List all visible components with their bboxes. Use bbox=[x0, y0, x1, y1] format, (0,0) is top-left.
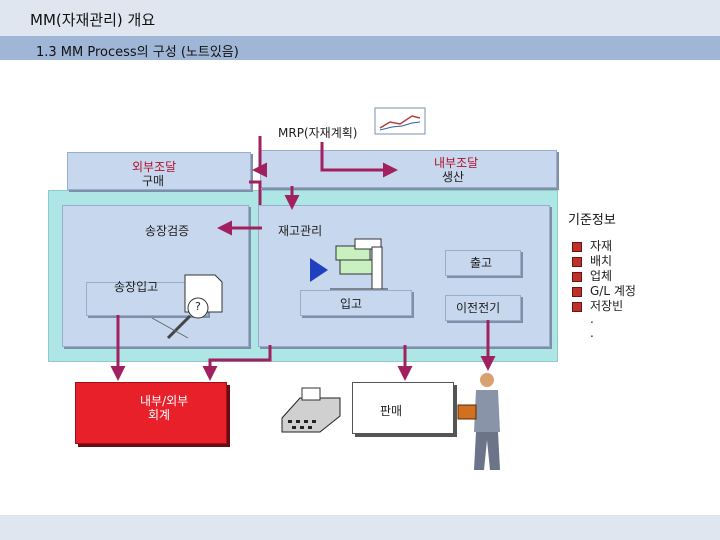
page-subtitle: 1.3 MM Process의 구성 (노트있음) bbox=[36, 45, 239, 60]
chart-icon bbox=[374, 107, 426, 135]
sales-label: 판매 bbox=[380, 404, 403, 418]
bullet-icon bbox=[572, 256, 582, 267]
question-mark: ? bbox=[195, 300, 201, 313]
transfer-posting-label: 이전전기 bbox=[456, 301, 501, 315]
goods-receipt-box bbox=[300, 290, 412, 316]
warehouse-icon bbox=[310, 238, 388, 290]
external-procurement-label: 외부조달 bbox=[132, 160, 177, 174]
master-data-item-label: 배치 bbox=[590, 254, 613, 268]
accounting-label: 내부/외부 bbox=[140, 394, 189, 408]
master-data-title: 기준정보 bbox=[568, 213, 616, 228]
master-data-dot: . bbox=[590, 312, 594, 326]
master-data-item: 저장빈 bbox=[572, 297, 623, 314]
master-data-item: 배치 bbox=[572, 252, 612, 269]
calculator-icon bbox=[281, 387, 341, 433]
invoice-verification-label: 송장검증 bbox=[145, 224, 190, 238]
subtitle-bar bbox=[0, 36, 720, 60]
master-data-item-label: 자재 bbox=[590, 239, 613, 253]
transfer-posting-box bbox=[445, 295, 521, 321]
page-title: MM(자재관리) 개요 bbox=[30, 11, 156, 29]
inventory-management-box bbox=[258, 205, 550, 347]
title-bar bbox=[0, 0, 720, 36]
master-data-item: 자재 bbox=[572, 237, 612, 254]
footer-bar bbox=[0, 515, 720, 540]
arrow-inventory-accounting bbox=[202, 345, 272, 381]
bullet-icon bbox=[572, 271, 582, 282]
external-procurement-box bbox=[67, 152, 251, 190]
goods-issue-label: 출고 bbox=[470, 256, 493, 270]
master-data-item: G/L 계정 bbox=[572, 282, 636, 299]
accounting-box bbox=[75, 382, 227, 444]
master-data-dot: . bbox=[590, 326, 594, 340]
businessman-icon bbox=[457, 373, 500, 470]
accounting-label-2: 회계 bbox=[148, 408, 171, 422]
master-data-item: 업체 bbox=[572, 267, 612, 284]
goods-issue-box bbox=[445, 250, 521, 276]
master-data-item-label: 저장빈 bbox=[590, 299, 624, 313]
master-data-item-label: 업체 bbox=[590, 269, 613, 283]
sales-box bbox=[352, 382, 454, 434]
invoice-receipt-label: 송장입고 bbox=[114, 280, 159, 294]
purchasing-label: 구매 bbox=[142, 174, 165, 188]
goods-receipt-label: 입고 bbox=[340, 297, 363, 311]
bullet-icon bbox=[572, 286, 582, 297]
arrow-mrp-internal bbox=[320, 142, 398, 178]
bullet-icon bbox=[572, 301, 582, 312]
mrp-label: MRP(자재계획) bbox=[278, 126, 358, 140]
internal-procurement-label: 내부조달 bbox=[434, 156, 479, 170]
inventory-management-label: 재고관리 bbox=[278, 224, 323, 238]
internal-procurement-box bbox=[260, 150, 557, 188]
master-data-item-label: G/L 계정 bbox=[590, 284, 636, 298]
bullet-icon bbox=[572, 241, 582, 252]
line-external-inventory bbox=[249, 180, 262, 205]
production-label: 생산 bbox=[442, 170, 465, 184]
arrow-mrp-external bbox=[252, 136, 267, 178]
document-icon bbox=[151, 274, 223, 340]
